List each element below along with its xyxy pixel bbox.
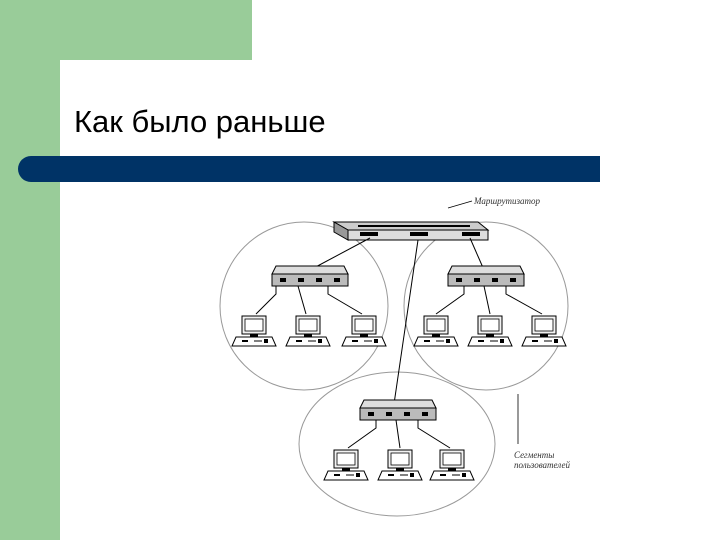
- router-link-left: [309, 237, 371, 271]
- title-rule-bar: [18, 156, 600, 182]
- hub-icon: [271, 265, 349, 287]
- computer-icon: [377, 449, 423, 481]
- computer-icon: [341, 315, 387, 347]
- computer-icon: [429, 449, 475, 481]
- segment-left-ellipse: [219, 221, 389, 391]
- segment-right-ellipse: [403, 221, 569, 391]
- sidebar-accent: [0, 0, 60, 540]
- router-label: Маршрутизатор: [473, 196, 541, 206]
- computer-icon: [467, 315, 513, 347]
- network-diagram: Маршрутизатор Сегменты пользователей: [219, 196, 570, 517]
- segments-label-line1: Сегменты: [514, 450, 554, 460]
- router-link-bottom: [393, 239, 419, 405]
- computer-icon: [323, 449, 369, 481]
- router-icon: [332, 221, 490, 241]
- header-accent: [60, 0, 252, 60]
- hub-icon: [359, 399, 437, 421]
- computer-icon: [285, 315, 331, 347]
- computer-icon: [231, 315, 277, 347]
- computer-icon: [521, 315, 567, 347]
- segment-bottom-ellipse: [298, 371, 496, 517]
- computer-icon: [413, 315, 459, 347]
- slide-title: Как было раньше: [74, 104, 326, 139]
- router-link-right: [469, 237, 485, 271]
- segments-label-line2: пользователей: [514, 460, 570, 470]
- content-corner: [60, 60, 110, 110]
- hub-icon: [447, 265, 525, 287]
